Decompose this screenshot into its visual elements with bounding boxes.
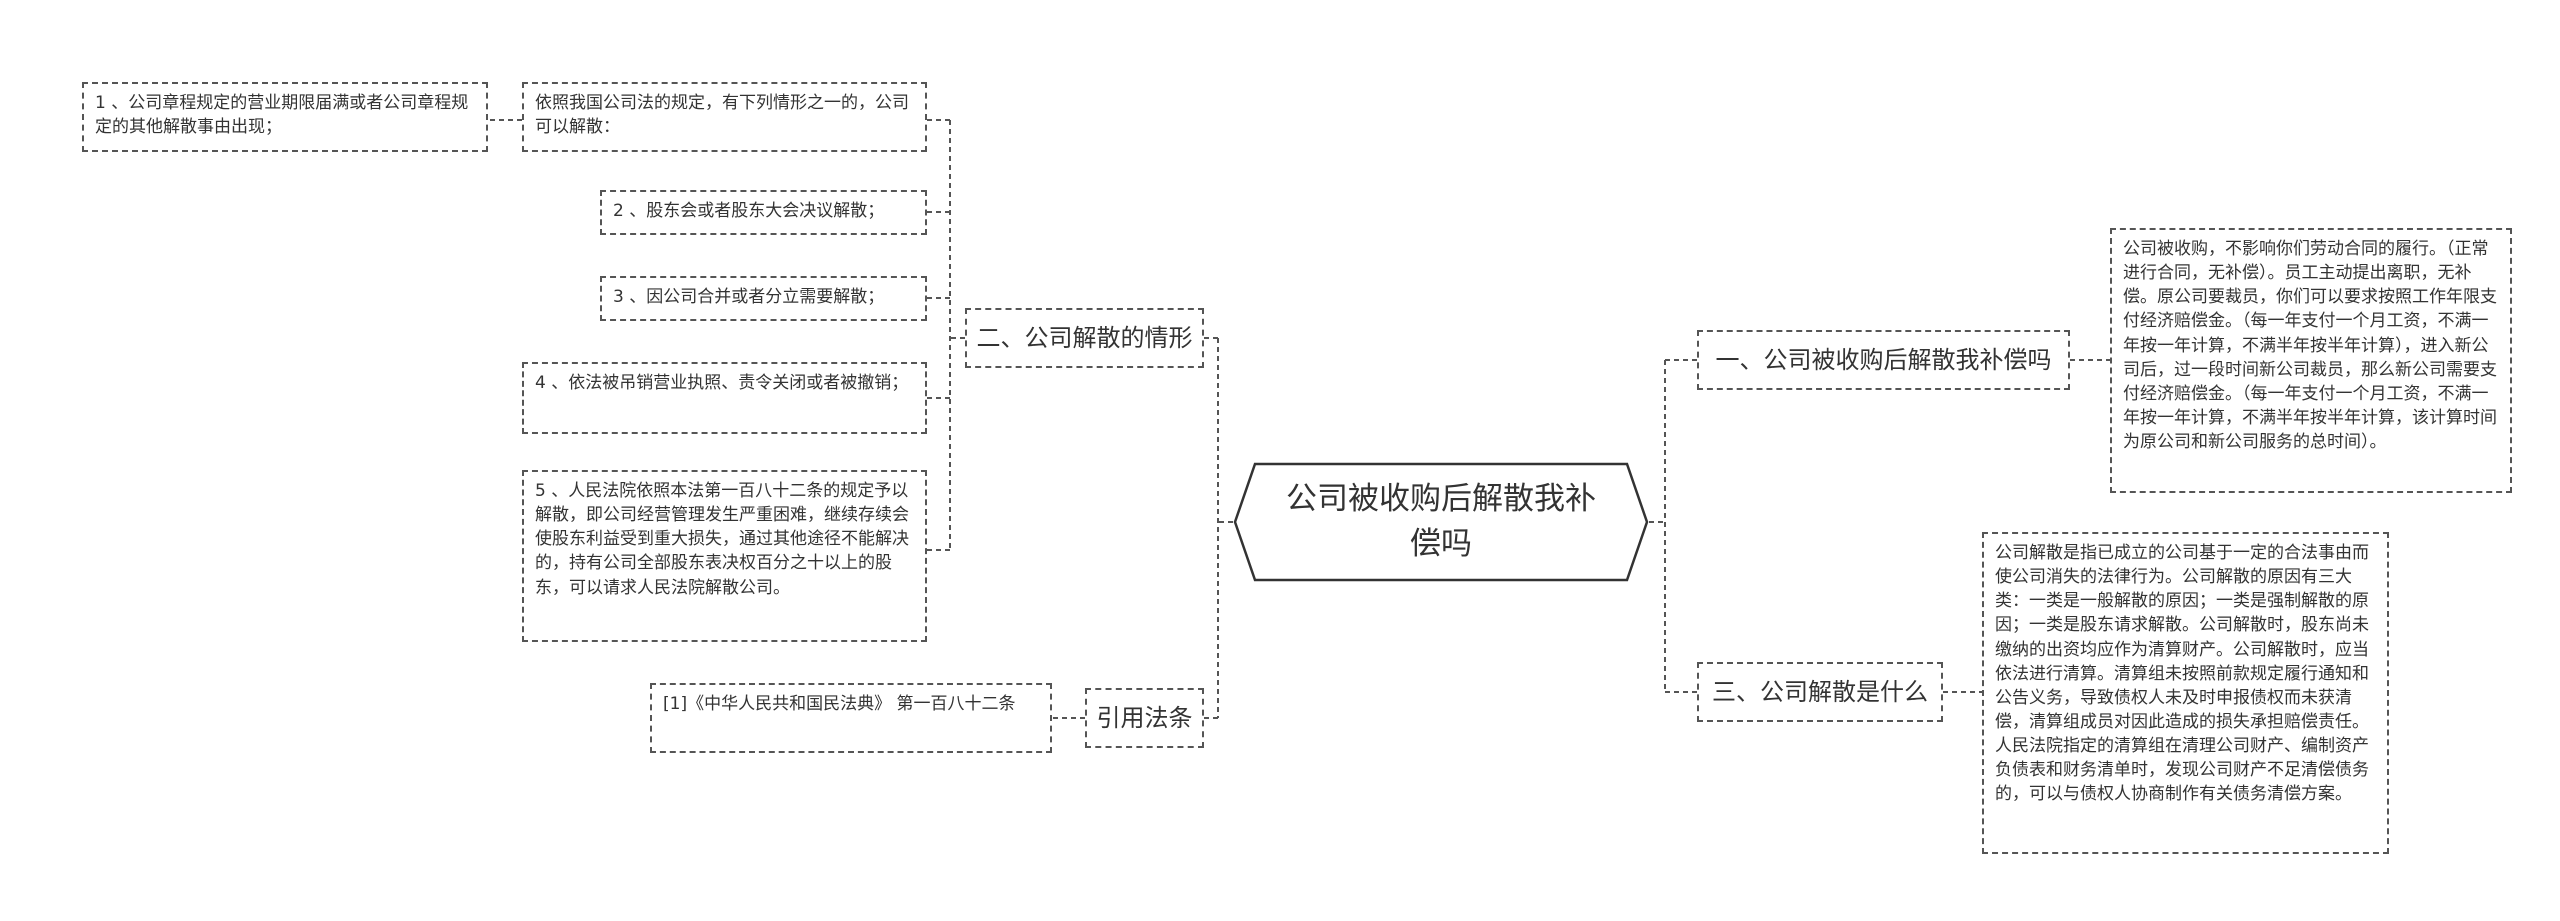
leaf-text: 公司被收购，不影响你们劳动合同的履行。（正常进行合同，无补偿）。员工主动提出离职… bbox=[2123, 239, 2497, 452]
leaf-dissolution-intro[interactable]: 依照我国公司法的规定，有下列情形之一的，公司可以解散： bbox=[522, 82, 927, 152]
leaf-text: 4 、依法被吊销营业执照、责令关闭或者被撤销； bbox=[535, 373, 909, 393]
branch-label: 三、公司解散是什么 bbox=[1712, 677, 1928, 706]
branch-label: 引用法条 bbox=[1096, 703, 1193, 732]
leaf-text: 公司解散是指已成立的公司基于一定的合法事由而使公司消失的法律行为。公司解散的原因… bbox=[1995, 543, 2369, 805]
leaf-text: 1 、公司章程规定的营业期限届满或者公司章程规定的其他解散事由出现； bbox=[95, 93, 469, 138]
leaf-text: 3 、因公司合并或者分立需要解散； bbox=[613, 287, 885, 307]
root-node-outline bbox=[1233, 462, 1649, 582]
branch-dissolution-situations[interactable]: 二、公司解散的情形 bbox=[965, 308, 1204, 368]
leaf-dissolution-item-3[interactable]: 3 、因公司合并或者分立需要解散； bbox=[600, 276, 927, 321]
leaf-text: [1]《中华人民共和国民法典》 第一百八十二条 bbox=[663, 694, 1016, 714]
branch-compensation-question[interactable]: 一、公司被收购后解散我补偿吗 bbox=[1697, 330, 2070, 390]
branch-what-is-dissolution[interactable]: 三、公司解散是什么 bbox=[1697, 662, 1943, 722]
leaf-dissolution-item-2[interactable]: 2 、股东会或者股东大会决议解散； bbox=[600, 190, 927, 235]
branch-label: 一、公司被收购后解散我补偿吗 bbox=[1715, 345, 2052, 374]
leaf-text: 依照我国公司法的规定，有下列情形之一的，公司可以解散： bbox=[535, 93, 909, 138]
leaf-dissolution-definition[interactable]: 公司解散是指已成立的公司基于一定的合法事由而使公司消失的法律行为。公司解散的原因… bbox=[1982, 532, 2389, 854]
branch-label: 二、公司解散的情形 bbox=[976, 323, 1193, 352]
branch-cited-law[interactable]: 引用法条 bbox=[1085, 688, 1204, 748]
leaf-text: 2 、股东会或者股东大会决议解散； bbox=[613, 201, 885, 221]
leaf-dissolution-item-1[interactable]: 1 、公司章程规定的营业期限届满或者公司章程规定的其他解散事由出现； bbox=[82, 82, 488, 152]
root-topic-node[interactable]: 公司被收购后解散我补偿吗 bbox=[1233, 462, 1649, 582]
leaf-text: 5 、人民法院依照本法第一百八十二条的规定予以解散，即公司经营管理发生严重困难，… bbox=[535, 481, 909, 598]
root-title: 公司被收购后解散我补偿吗 bbox=[1286, 481, 1596, 562]
leaf-compensation-answer[interactable]: 公司被收购，不影响你们劳动合同的履行。（正常进行合同，无补偿）。员工主动提出离职… bbox=[2110, 228, 2512, 493]
leaf-civil-code-citation[interactable]: [1]《中华人民共和国民法典》 第一百八十二条 bbox=[650, 683, 1052, 753]
leaf-dissolution-item-5[interactable]: 5 、人民法院依照本法第一百八十二条的规定予以解散，即公司经营管理发生严重困难，… bbox=[522, 470, 927, 642]
leaf-dissolution-item-4[interactable]: 4 、依法被吊销营业执照、责令关闭或者被撤销； bbox=[522, 362, 927, 434]
